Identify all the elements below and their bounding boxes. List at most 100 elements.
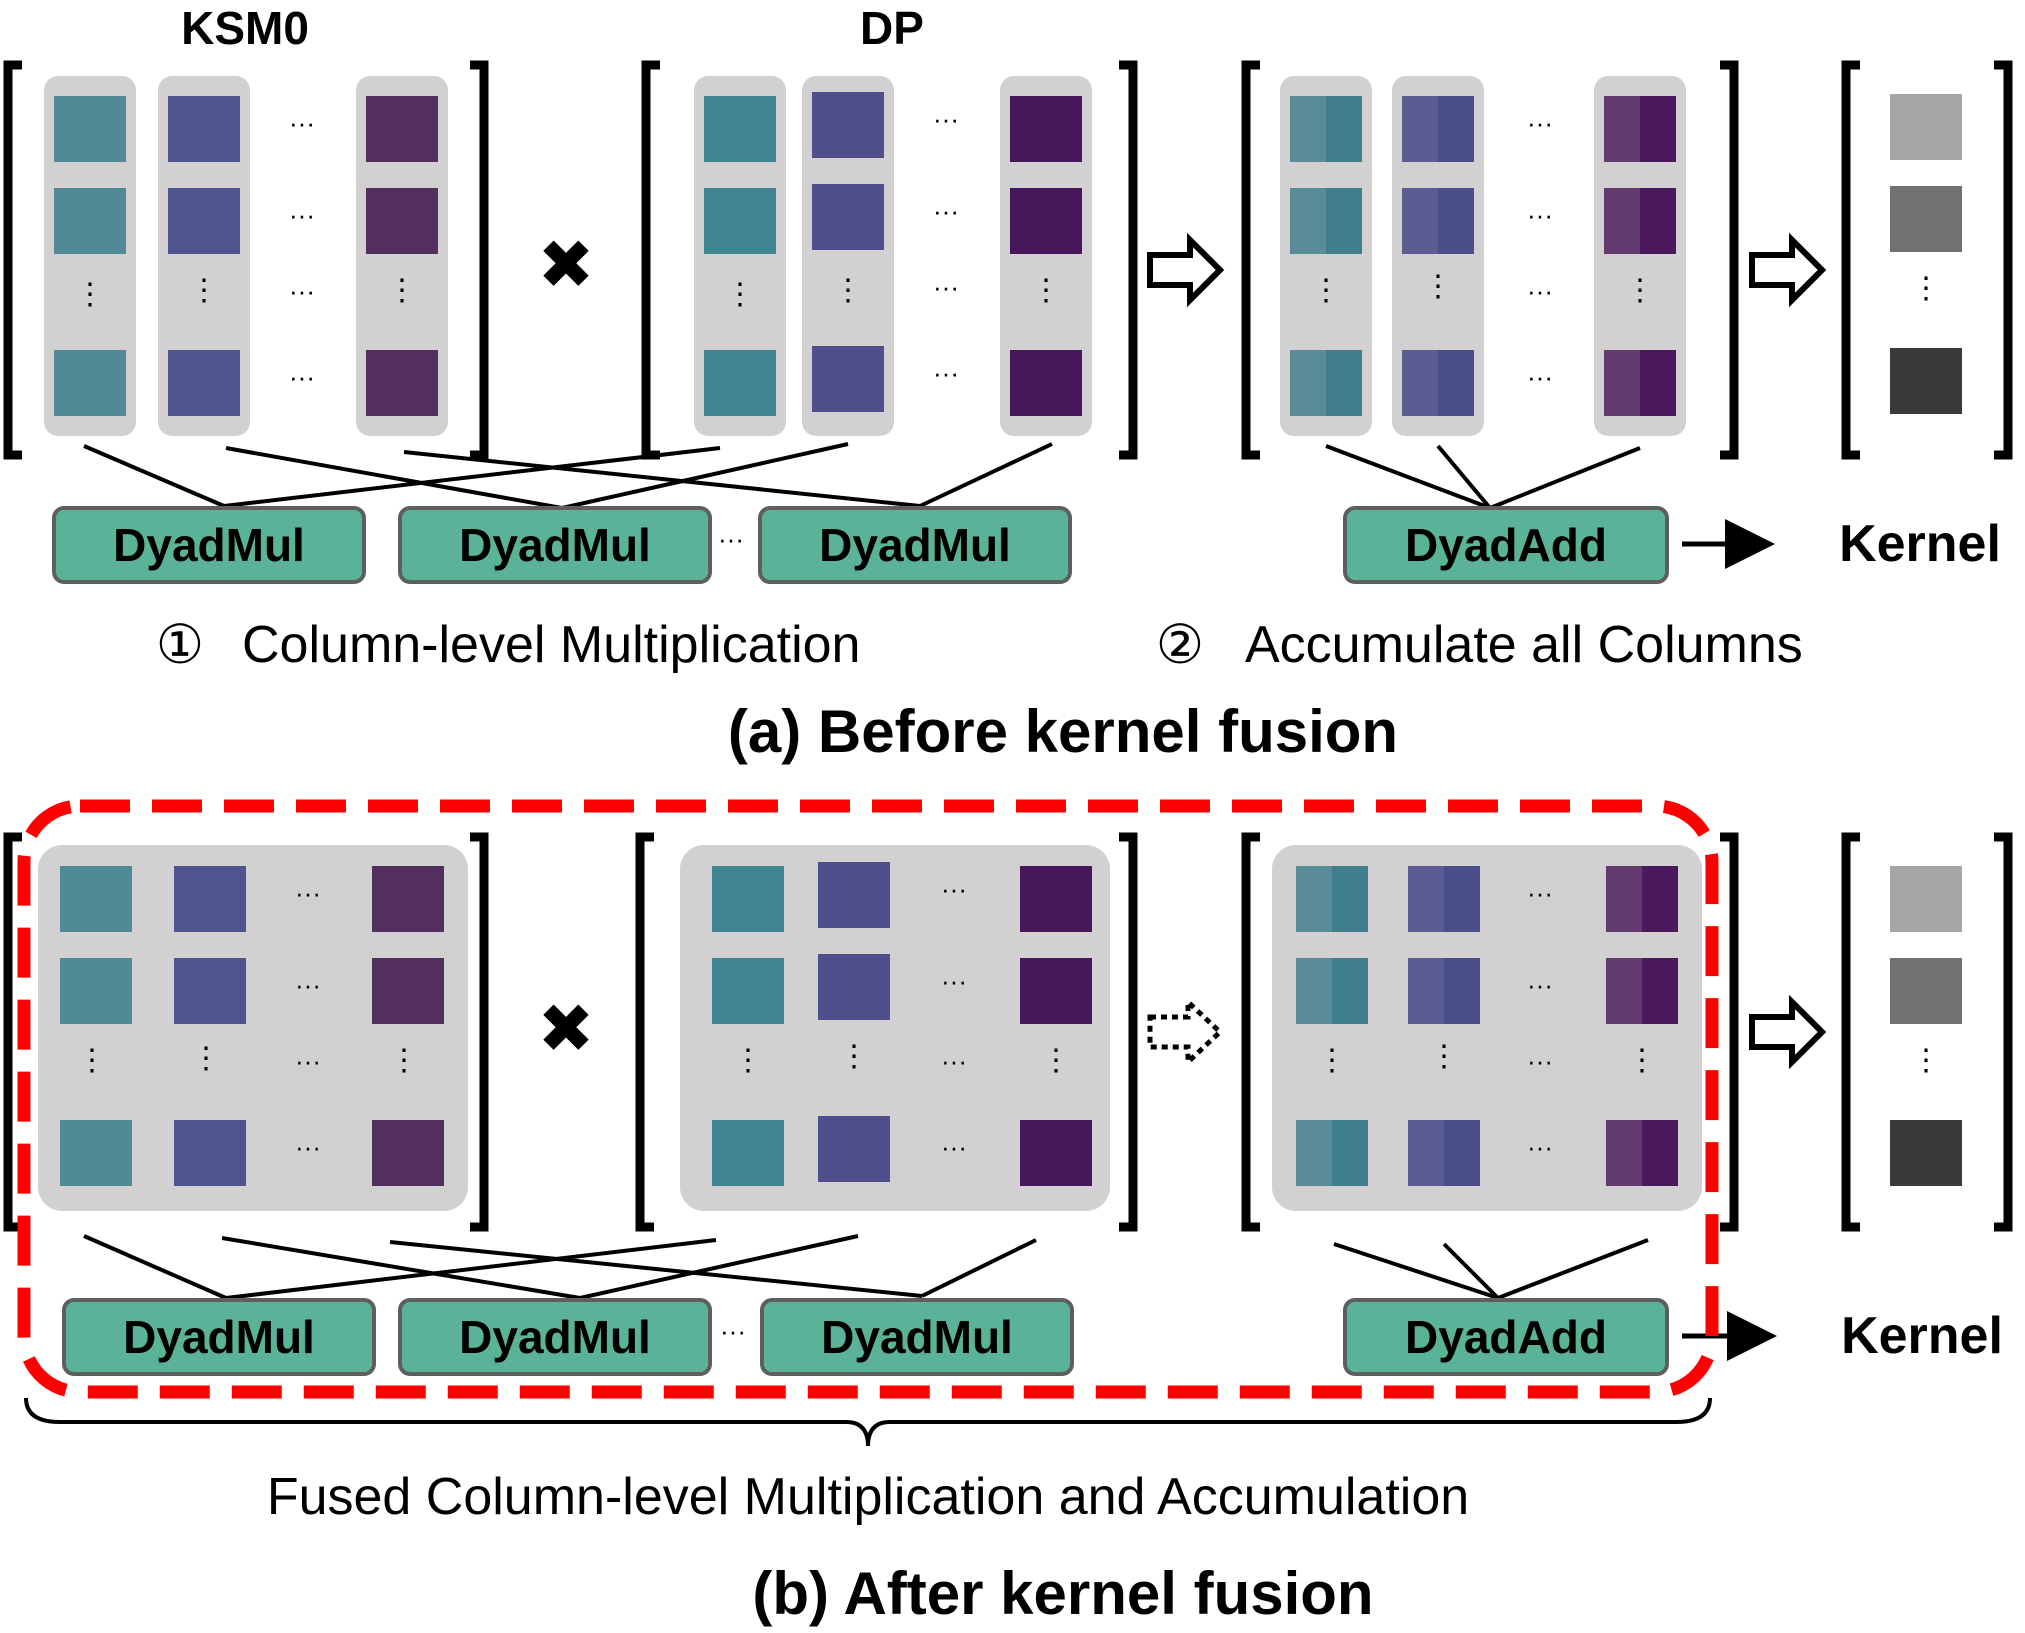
dp-cell — [712, 958, 784, 1024]
panel-b: ··· ··· ··· ··· ⋮ ⋮ ⋮ ✖ ··· ··· ··· ··· … — [3, 799, 2013, 1627]
kernel-bracket-left — [1841, 832, 1860, 1232]
dyadmul-label: DyadMul — [459, 519, 651, 571]
dyadmul-label: DyadMul — [821, 1311, 1013, 1363]
kernel-cell — [1890, 94, 1962, 160]
panel-a: KSM0 DP ··· ··· ··· ··· ⋮ ⋮ ⋮ ✖ — [3, 2, 2013, 765]
kernel-bracket-right — [1994, 60, 2013, 460]
caption-b: (b) After kernel fusion — [752, 1560, 1373, 1627]
result-bracket-right — [1720, 60, 1739, 460]
dp-cell — [1010, 188, 1082, 254]
ellipsis-h: ··· — [289, 200, 315, 230]
dyadmul-label: DyadMul — [123, 1311, 315, 1363]
fusion-outline — [17, 799, 1719, 1399]
step2-marker: ② — [1156, 615, 1204, 675]
dp-cell — [704, 350, 776, 416]
ksm0-cell — [372, 1120, 444, 1186]
ellipsis-v: ⋮ — [1625, 274, 1655, 307]
ellipsis-h: ··· — [1527, 276, 1553, 306]
kernel-cell — [1890, 348, 1962, 414]
dp-cell — [818, 1116, 890, 1182]
ellipsis-h: ··· — [933, 104, 959, 134]
ksm0-column — [158, 76, 250, 436]
ksm0-cell — [366, 188, 438, 254]
hollow-arrow-icon — [1749, 232, 1827, 308]
dyadmul-label: DyadMul — [113, 519, 305, 571]
ksm0-label: KSM0 — [181, 2, 309, 54]
dyadadd-box — [1343, 506, 1669, 584]
ksm0-cell — [60, 1120, 132, 1186]
ellipsis-v: ⋮ — [75, 278, 105, 311]
result-column — [1594, 76, 1686, 436]
dyadmul-box — [62, 1298, 376, 1376]
result-cells — [1296, 866, 1678, 1186]
dyadadd-box — [1343, 1298, 1669, 1376]
kernel-cell — [1890, 1120, 1962, 1186]
ellipsis-v: ⋮ — [1627, 1044, 1657, 1077]
dp-cell — [812, 92, 884, 158]
dotted-arrow-icon — [1147, 996, 1224, 1068]
ellipsis-h: ··· — [289, 108, 315, 138]
dp-bracket-right — [1119, 60, 1138, 460]
ksm0-cell — [60, 866, 132, 932]
step2-label: Accumulate all Columns — [1245, 616, 1803, 674]
fused-label: Fused Column-level Multiplication and Ac… — [267, 1468, 1469, 1526]
ellipsis-v: ⋮ — [1911, 272, 1941, 305]
ellipsis-v: ⋮ — [1429, 1040, 1459, 1073]
ellipsis-h: ··· — [718, 524, 744, 554]
kernel-bracket-right — [1994, 832, 2013, 1232]
ksm0-cell — [168, 188, 240, 254]
ksm0-cell — [174, 958, 246, 1024]
ksm0-bracket-left — [3, 832, 22, 1232]
dp-cell — [712, 866, 784, 932]
ellipsis-v: ⋮ — [833, 274, 863, 307]
ellipsis-h: ··· — [1527, 878, 1553, 908]
ellipsis-h: ··· — [941, 966, 967, 996]
step1-label: Column-level Multiplication — [242, 616, 860, 674]
ksm0-cell — [366, 96, 438, 162]
kernel-label: Kernel — [1841, 1307, 2003, 1365]
dyadmul-box — [398, 506, 712, 584]
dp-cell — [1020, 866, 1092, 932]
dp-bracket-right — [1119, 832, 1138, 1232]
ksm0-cell — [60, 958, 132, 1024]
caption-a: (a) Before kernel fusion — [728, 698, 1398, 765]
multiply-icon: ✖ — [538, 991, 595, 1067]
ksm0-cell — [54, 188, 126, 254]
dp-cell — [1020, 1120, 1092, 1186]
ksm0-cell — [168, 350, 240, 416]
ellipsis-v: ⋮ — [77, 1044, 107, 1077]
ellipsis-h: ··· — [933, 272, 959, 302]
dyadadd-label: DyadAdd — [1405, 519, 1607, 571]
ksm0-cell — [174, 866, 246, 932]
dp-cell — [1010, 96, 1082, 162]
result-bracket-left — [1241, 832, 1260, 1232]
ksm0-column — [44, 76, 136, 436]
dp-matrix — [680, 845, 1110, 1211]
ksm0-cell — [54, 350, 126, 416]
dp-bracket-left — [641, 60, 660, 460]
ellipsis-h: ··· — [933, 196, 959, 226]
result-bracket-right — [1720, 832, 1739, 1232]
ellipsis-h: ··· — [1527, 108, 1553, 138]
ksm0-cell — [372, 958, 444, 1024]
ellipsis-h: ··· — [941, 874, 967, 904]
ellipsis-v: ⋮ — [1311, 274, 1341, 307]
ellipsis-v: ⋮ — [1317, 1044, 1347, 1077]
dp-cell — [704, 96, 776, 162]
ksm0-cell — [54, 96, 126, 162]
dp-bracket-left — [635, 832, 654, 1232]
ksm0-cell — [366, 350, 438, 416]
kernel-cell — [1890, 958, 1962, 1024]
ksm0-cell — [168, 96, 240, 162]
ellipsis-h: ··· — [289, 276, 315, 306]
dp-label: DP — [860, 2, 924, 54]
ellipsis-v: ⋮ — [839, 1040, 869, 1073]
connection-lines — [83, 442, 1641, 510]
ellipsis-h: ··· — [1527, 970, 1553, 1000]
ellipsis-v: ⋮ — [1423, 270, 1453, 303]
dp-cell — [712, 1120, 784, 1186]
hollow-arrow-icon — [1147, 232, 1225, 308]
kernel-cell — [1890, 186, 1962, 252]
ellipsis-h: ··· — [295, 1046, 321, 1076]
